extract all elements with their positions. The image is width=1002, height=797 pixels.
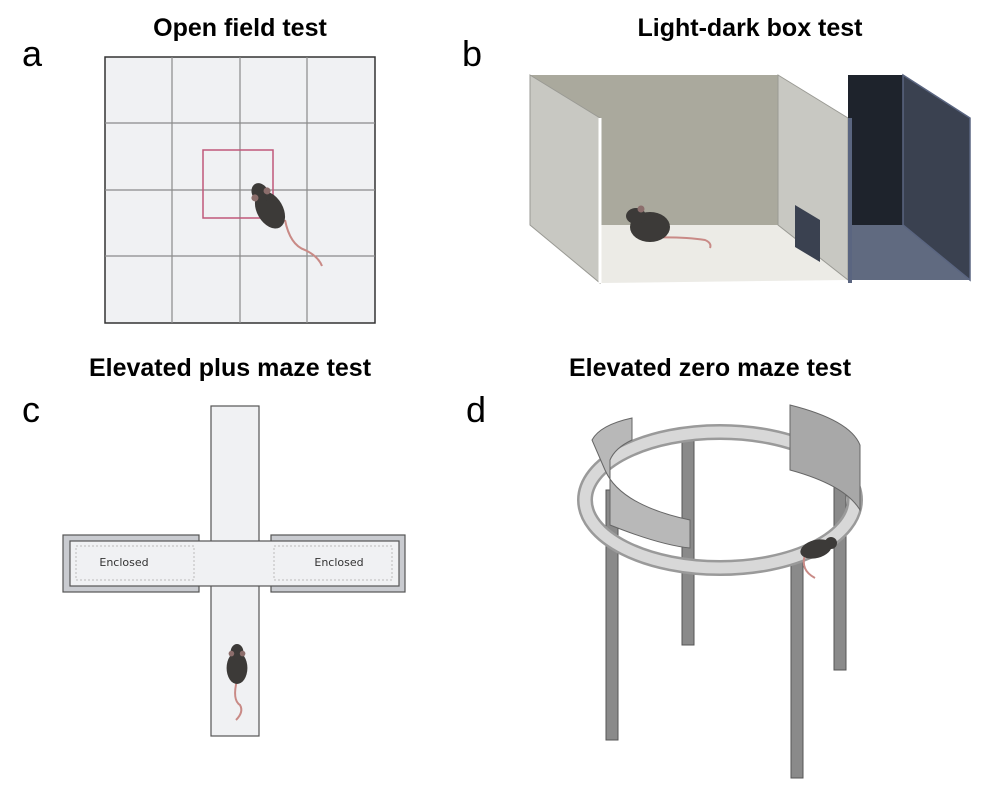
panel-c: c Elevated plus maze test Enclosed Enclo… [22, 354, 406, 737]
panel-title-b: Light-dark box test [637, 14, 863, 42]
panel-title-a: Open field test [153, 14, 327, 42]
panel-letter-c: c [22, 389, 40, 430]
plus-maze: Enclosed Enclosed [62, 405, 406, 737]
panel-a: a Open field test [22, 14, 376, 324]
panel-title-d: Elevated zero maze test [569, 354, 852, 382]
mouse-icon [626, 205, 712, 249]
zero-maze [577, 404, 863, 779]
mouse-icon [226, 644, 248, 721]
light-dark-box [529, 73, 971, 285]
panel-d: d Elevated zero maze test [466, 354, 863, 779]
door-opening [795, 205, 820, 262]
panel-b: b Light-dark box test [462, 14, 971, 285]
mouse-icon [800, 537, 837, 579]
center-zone [202, 149, 274, 219]
panel-letter-b: b [462, 33, 482, 74]
enclosed-arm-label-right: Enclosed [314, 556, 363, 569]
panel-letter-a: a [22, 33, 43, 74]
enclosed-arm-label-left: Enclosed [99, 556, 148, 569]
panel-letter-d: d [466, 389, 486, 430]
panel-title-c: Elevated plus maze test [89, 354, 372, 382]
open-field-arena [104, 56, 376, 324]
mouse-icon [243, 177, 323, 267]
